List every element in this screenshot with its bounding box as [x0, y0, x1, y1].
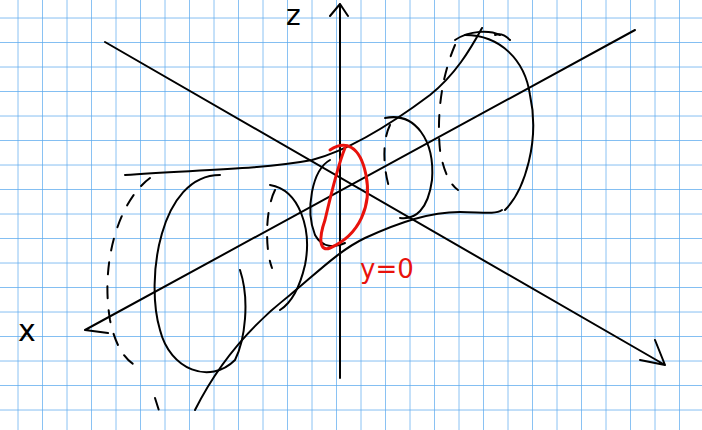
section-ellipse — [270, 185, 307, 310]
hidden-edge — [439, 45, 458, 190]
axis-label: z — [286, 2, 301, 30]
section-ellipse — [385, 117, 432, 218]
axis-label: x — [18, 316, 36, 346]
hidden-edge — [267, 190, 275, 268]
lower-profile — [195, 210, 502, 410]
hidden-edge — [155, 398, 162, 420]
trace-label: y=0 — [360, 256, 414, 282]
section-ellipse — [465, 35, 533, 210]
x-axis — [85, 30, 635, 333]
section-ellipse — [495, 34, 510, 40]
trace-ellipse — [321, 145, 368, 248]
hidden-edge — [107, 178, 150, 365]
y-axis — [105, 42, 665, 365]
upper-profile — [125, 28, 482, 175]
hidden-edge — [384, 125, 392, 195]
section-ellipse — [155, 175, 246, 372]
